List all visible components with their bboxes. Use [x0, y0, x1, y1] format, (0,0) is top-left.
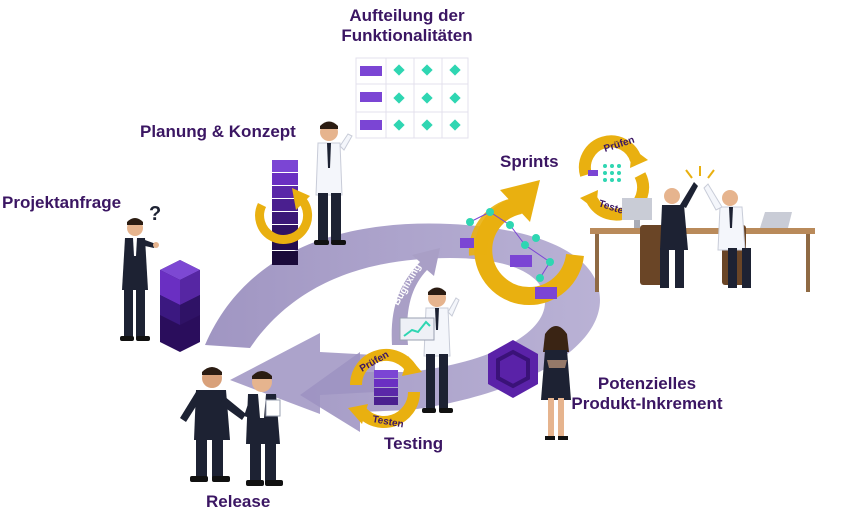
stage-label-sprints: Sprints	[500, 152, 559, 171]
stage-label-inkrement-line1: Potenzielles	[597, 374, 697, 393]
stage-label-aufteilung-line2: Funktionalitäten	[341, 26, 473, 45]
testing-cycle-icon	[348, 348, 422, 428]
stage-label-release: Release	[206, 492, 271, 511]
cycle-arrow-icon	[255, 188, 313, 244]
stage-label-projektanfrage: Projektanfrage	[2, 193, 122, 212]
sprint-cycle-icon	[468, 180, 584, 306]
question-mark-icon: ?	[149, 203, 162, 225]
stage-label-aufteilung-line1: Aufteilung der	[349, 6, 465, 25]
stage-label-aufteilung: Aufteilung der Funktionalitäten	[322, 6, 492, 46]
businesswoman-icon	[541, 326, 571, 440]
small-review-cycle-icon	[578, 135, 650, 221]
person-thinking-icon	[120, 218, 159, 341]
person-presenting-icon	[314, 121, 353, 245]
sprint-network-icon	[460, 208, 557, 299]
feature-grid-icon	[355, 57, 469, 139]
hexagon-product-icon	[488, 340, 538, 398]
stage-label-planung: Planung & Konzept	[140, 122, 296, 141]
planning-block-stack-icon	[272, 160, 298, 265]
stage-label-testing: Testing	[384, 434, 444, 453]
tester-with-laptop-icon	[399, 287, 460, 413]
block-stack-icon	[160, 260, 200, 352]
stage-label-inkrement: Potenzielles Produkt-Inkrement	[562, 374, 732, 414]
testing-testen-label: Testen	[371, 414, 404, 430]
stage-label-inkrement-line2: Produkt-Inkrement	[571, 394, 723, 413]
people-handshake-icon	[180, 367, 283, 486]
team-celebrating-icon	[590, 166, 815, 292]
